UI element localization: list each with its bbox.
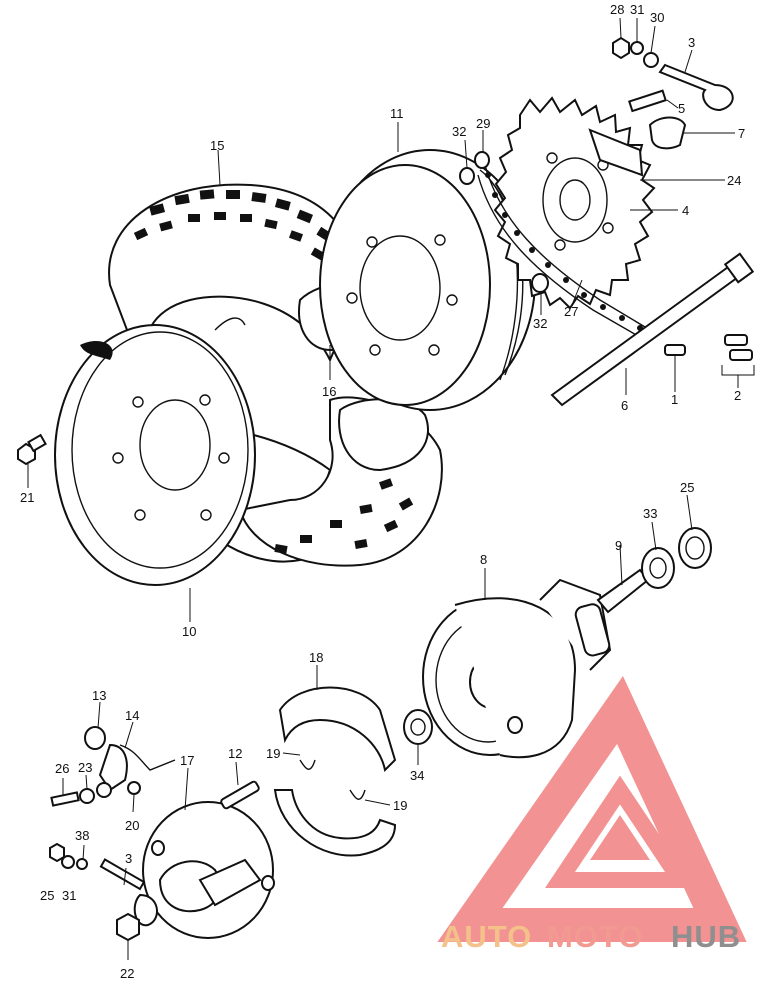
watermark-word-auto: AUTO [441, 919, 532, 954]
callout-27: 27 [564, 304, 578, 319]
callout-9: 9 [615, 538, 622, 553]
callout-19: 19 [393, 798, 407, 813]
callout-21: 21 [20, 490, 34, 505]
callout-labels: 28 31 30 3 5 7 24 4 32 29 11 15 16 32 27… [20, 2, 745, 981]
callout-5: 5 [678, 101, 685, 116]
callout-12: 12 [228, 746, 242, 761]
callout-3: 3 [688, 35, 695, 50]
callout-11: 11 [390, 106, 404, 121]
chain-joint [664, 334, 753, 361]
bolt-21 [17, 433, 47, 466]
callout-32: 32 [452, 124, 466, 139]
watermark-word-hub: HUB [671, 919, 741, 954]
callout-33: 33 [643, 506, 657, 521]
callout-3: 3 [125, 851, 132, 866]
callout-17: 17 [180, 753, 194, 768]
callout-14: 14 [125, 708, 139, 723]
callout-10: 10 [182, 624, 196, 639]
callout-34: 34 [410, 768, 424, 783]
leader-lines [27, 17, 755, 960]
drive-chain [477, 164, 651, 341]
watermark-logo [437, 676, 747, 942]
callout-19: 19 [266, 746, 280, 761]
callout-25: 25 [40, 888, 54, 903]
brake-drum-hub [422, 578, 612, 759]
callout-7: 7 [738, 126, 745, 141]
callout-31: 31 [630, 2, 644, 17]
sprocket-hardware [459, 36, 734, 293]
wheel-rim-half-rear [319, 149, 536, 411]
hub-bearing-assembly [596, 527, 712, 614]
callout-29: 29 [476, 116, 490, 131]
callout-20: 20 [125, 818, 139, 833]
callout-8: 8 [480, 552, 487, 567]
watermark-text: AUTO MOTO HUB [441, 919, 741, 954]
callout-6: 6 [621, 398, 628, 413]
watermark-word-moto: MOTO [547, 919, 643, 954]
callout-30: 30 [650, 10, 664, 25]
rear-axle [550, 252, 755, 407]
callout-13: 13 [92, 688, 106, 703]
bearing-34 [403, 709, 433, 745]
callout-38: 38 [75, 828, 89, 843]
callout-25: 25 [680, 480, 694, 495]
brake-shoes [273, 686, 397, 857]
callout-28: 28 [610, 2, 624, 17]
callout-24: 24 [727, 173, 741, 188]
callout-18: 18 [309, 650, 323, 665]
callout-16: 16 [322, 384, 336, 399]
brake-arm-hardware [49, 726, 260, 942]
callout-31: 31 [62, 888, 76, 903]
brake-panel [142, 801, 275, 939]
callout-23: 23 [78, 760, 92, 775]
callout-4: 4 [682, 203, 689, 218]
callout-15: 15 [210, 138, 224, 153]
callout-32: 32 [533, 316, 547, 331]
callout-2: 2 [734, 388, 741, 403]
rear-sprocket [493, 96, 656, 310]
callout-1: 1 [671, 392, 678, 407]
callout-22: 22 [120, 966, 134, 981]
wheel-rim-half-front [54, 324, 256, 586]
callout-26: 26 [55, 761, 69, 776]
